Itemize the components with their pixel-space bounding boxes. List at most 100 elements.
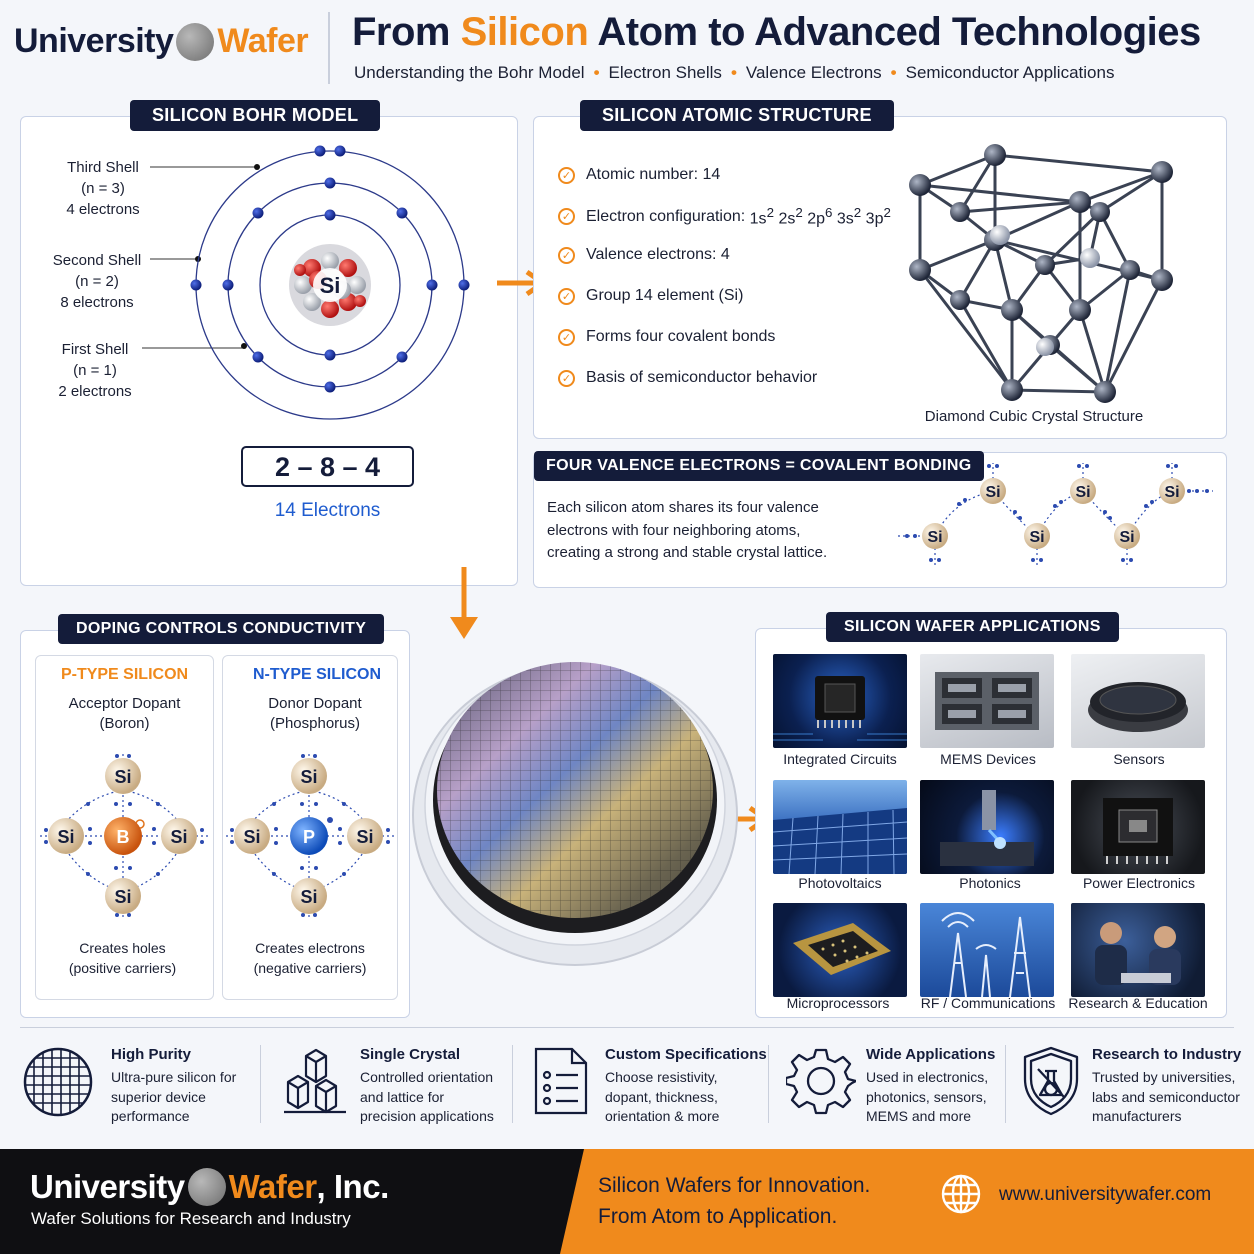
crystal-atom xyxy=(1001,379,1023,401)
research-education-image[interactable] xyxy=(1071,903,1205,997)
rf-communications-image[interactable] xyxy=(920,903,1054,997)
n-type-lattice-diagram: Si Si Si Si P xyxy=(226,754,394,918)
fact-bonds: ✓Forms four covalent bonds xyxy=(558,328,775,346)
shield-flask-icon xyxy=(1023,1046,1079,1116)
mems-devices-image[interactable] xyxy=(920,654,1054,748)
feature-separator xyxy=(768,1045,769,1123)
photonics-image[interactable] xyxy=(920,780,1054,874)
footer-website-link[interactable]: www.universitywafer.com xyxy=(999,1184,1212,1205)
electron xyxy=(334,145,346,157)
electron xyxy=(458,279,470,291)
header-logo[interactable]: University Wafer xyxy=(14,22,309,61)
electron-group xyxy=(190,145,470,393)
fact-text: Electron configuration: xyxy=(586,207,746,225)
crystal-atom xyxy=(909,174,931,196)
electron xyxy=(324,349,336,361)
page-subtitle: Understanding the Bohr Model•Electron Sh… xyxy=(354,63,1114,83)
crystal-atom xyxy=(950,202,970,222)
config-term: 2p6 xyxy=(807,205,832,228)
feature-line: performance xyxy=(111,1108,190,1124)
integrated-circuits-image[interactable] xyxy=(773,654,907,748)
fact-text: Atomic number: 14 xyxy=(586,166,721,183)
electron xyxy=(324,381,336,393)
si-atom-label: Si xyxy=(1029,529,1044,546)
si-atom xyxy=(1159,478,1185,504)
crystal-atom xyxy=(984,144,1006,166)
shell-n: (n = 2) xyxy=(75,273,119,290)
si-atom xyxy=(161,818,197,854)
feature-line: Choose resistivity, xyxy=(605,1069,718,1085)
cubes-icon xyxy=(284,1048,346,1114)
feature-line: dopant, thickness, xyxy=(605,1088,718,1105)
diamond-cubic-crystal-diagram xyxy=(909,144,1173,403)
shell-count: 8 electrons xyxy=(60,294,134,311)
si-atom-label: Si xyxy=(985,484,1000,501)
crystal-atom xyxy=(1094,381,1116,403)
feature-line: precision applications xyxy=(360,1108,494,1124)
bullet-icon: • xyxy=(593,63,600,82)
bohr-model-diagram: Si xyxy=(142,145,470,420)
config-term-sup: 6 xyxy=(825,205,833,220)
header-divider xyxy=(328,12,330,84)
subtitle-item: Semiconductor Applications xyxy=(905,63,1115,82)
logo-circle-icon xyxy=(176,22,215,61)
sensors-image[interactable] xyxy=(1071,654,1205,748)
electron xyxy=(252,207,264,219)
si-atom xyxy=(1024,523,1050,549)
radio-tower-icon xyxy=(941,912,1031,997)
feature-line: and lattice for xyxy=(360,1088,445,1105)
p-type-lattice-diagram: Si Si Si Si B xyxy=(40,754,208,918)
electron xyxy=(396,207,408,219)
applications-tag: SILICON WAFER APPLICATIONS xyxy=(826,612,1119,642)
p-type-result: Creates holes(positive carriers) xyxy=(35,938,210,978)
footer-logo-wafer: Wafer xyxy=(228,1168,317,1205)
electron xyxy=(426,279,438,291)
check-circle-icon: ✓ xyxy=(558,246,575,264)
app-label: Power Electronics xyxy=(1082,875,1196,891)
total-electrons: 14 Electrons xyxy=(274,500,381,521)
microprocessors-image[interactable] xyxy=(773,903,907,997)
si-atom-label: Si xyxy=(1164,484,1179,501)
crystal-atom-highlight xyxy=(990,225,1010,245)
config-term: 2s2 xyxy=(778,205,802,228)
config-term-sup: 2 xyxy=(795,205,803,220)
power-module-icon xyxy=(1103,798,1173,864)
feature-title: High Purity xyxy=(111,1046,192,1063)
config-term: 3s2 xyxy=(837,205,861,228)
footer-slogan-line: From Atom to Application. xyxy=(598,1205,838,1228)
config-term-sup: 2 xyxy=(883,205,891,220)
power-electronics-image[interactable] xyxy=(1071,780,1205,874)
subtitle-item: Electron Shells xyxy=(608,63,722,82)
doping-tag: DOPING CONTROLS CONDUCTIVITY xyxy=(58,614,385,644)
footer-slogan: Silicon Wafers for Innovation. From Atom… xyxy=(598,1170,870,1232)
photovoltaics-image[interactable] xyxy=(773,780,907,874)
si-atom-label: Si xyxy=(57,827,74,847)
n-type-result: Creates electrons(negative carriers) xyxy=(222,938,398,978)
electron-configuration-box: 2 – 8 – 4 xyxy=(241,446,414,487)
page-title: From Silicon Atom to Advanced Technologi… xyxy=(352,10,1201,55)
bohr-model-tag: SILICON BOHR MODEL xyxy=(130,100,381,131)
config-term-base: 2p xyxy=(807,210,826,228)
footer-logo[interactable]: University Wafer, Inc. xyxy=(30,1168,389,1206)
feature-separator xyxy=(1005,1045,1006,1123)
researchers-icon xyxy=(1095,922,1181,985)
app-label: Photovoltaics xyxy=(798,875,882,891)
app-label: Research & Education xyxy=(1068,995,1208,1011)
si-atom xyxy=(105,878,141,914)
crystal-atom xyxy=(1090,202,1110,222)
p-type-result-line: (positive carriers) xyxy=(68,960,177,976)
feature-line: Ultra-pure silicon for xyxy=(111,1069,237,1085)
feature-line: Used in electronics, xyxy=(866,1069,989,1085)
ic-chip-icon xyxy=(773,676,907,741)
si-atom-label: Si xyxy=(170,827,187,847)
feature-line: Trusted by universities, xyxy=(1092,1069,1236,1085)
feature-description: Trusted by universities,labs and semicon… xyxy=(1092,1068,1240,1127)
footer-tagline: Wafer Solutions for Research and Industr… xyxy=(31,1209,351,1228)
fact-text: Group 14 element (Si) xyxy=(586,287,744,304)
app-label: Microprocessors xyxy=(786,995,890,1011)
config-term-sup: 2 xyxy=(853,205,862,220)
shell-name: First Shell xyxy=(61,341,129,358)
config-term: 3p2 xyxy=(866,205,891,228)
bohr-model-panel xyxy=(20,116,518,586)
